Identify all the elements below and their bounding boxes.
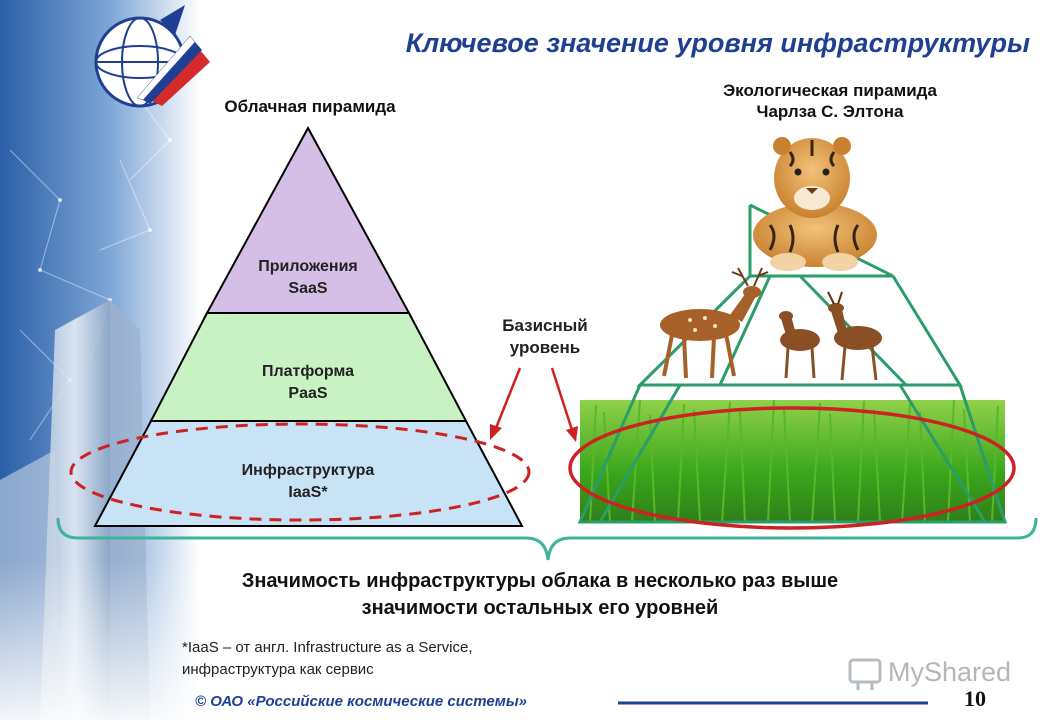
footnote-line2: инфраструктура как сервис xyxy=(182,661,374,678)
level-label-iaas: Инфраструктура IaaS* xyxy=(160,460,456,504)
level-name: Приложения xyxy=(258,258,358,275)
base-label-line1: Базисный xyxy=(502,316,588,335)
base-level-arrows xyxy=(490,367,578,442)
conclusion-line1: Значимость инфраструктуры облака в неско… xyxy=(241,570,839,592)
page-title: Ключевое значение уровня инфраструктуры xyxy=(405,28,1030,58)
watermark-text: MyShared xyxy=(888,657,1012,687)
deer-icon xyxy=(660,267,882,381)
page-number: 10 xyxy=(964,686,986,711)
base-label-line2: уровень xyxy=(509,338,581,357)
footnote-line1: *IaaS – от англ. Infrastructure as a Ser… xyxy=(182,639,473,656)
level-code: SaaS xyxy=(288,280,328,297)
company-logo xyxy=(94,5,210,108)
eco-pyramid-title: Экологическая пирамида Чарлза С. Элтона xyxy=(650,80,1010,122)
watermark-logo-icon xyxy=(848,658,882,690)
background-decoration xyxy=(0,0,200,720)
level-label-paas: Платформа PaaS xyxy=(190,361,426,405)
level-name: Платформа xyxy=(261,363,355,380)
eco-title-line2: Чарлза С. Элтона xyxy=(756,102,904,121)
level-name: Инфраструктура xyxy=(241,462,375,479)
conclusion-text: Значимость инфраструктуры облака в неско… xyxy=(150,568,930,622)
pyramid-level-iaas xyxy=(93,420,524,527)
footnote: *IaaS – от англ. Infrastructure as a Ser… xyxy=(182,637,602,681)
grass-icon xyxy=(580,399,1005,523)
base-level-label: Базисный уровень xyxy=(470,315,620,359)
cloud-pyramid-title: Облачная пирамида xyxy=(224,97,396,116)
summary-brace xyxy=(56,517,1038,561)
eco-title-line1: Экологическая пирамида xyxy=(723,81,937,100)
cloud-pyramid xyxy=(93,125,524,527)
level-code: IaaS* xyxy=(288,484,328,501)
base-level-highlight-ellipse xyxy=(568,406,1016,530)
level-code: PaaS xyxy=(288,385,328,402)
conclusion-line2: значимости остальных его уровней xyxy=(361,597,719,619)
tiger-icon xyxy=(753,137,877,271)
level-label-saas: Приложения SaaS xyxy=(210,256,406,300)
footer-copyright: © ОАО «Российские космические системы» xyxy=(195,693,528,710)
infrastructure-highlight-ellipse xyxy=(69,422,531,522)
